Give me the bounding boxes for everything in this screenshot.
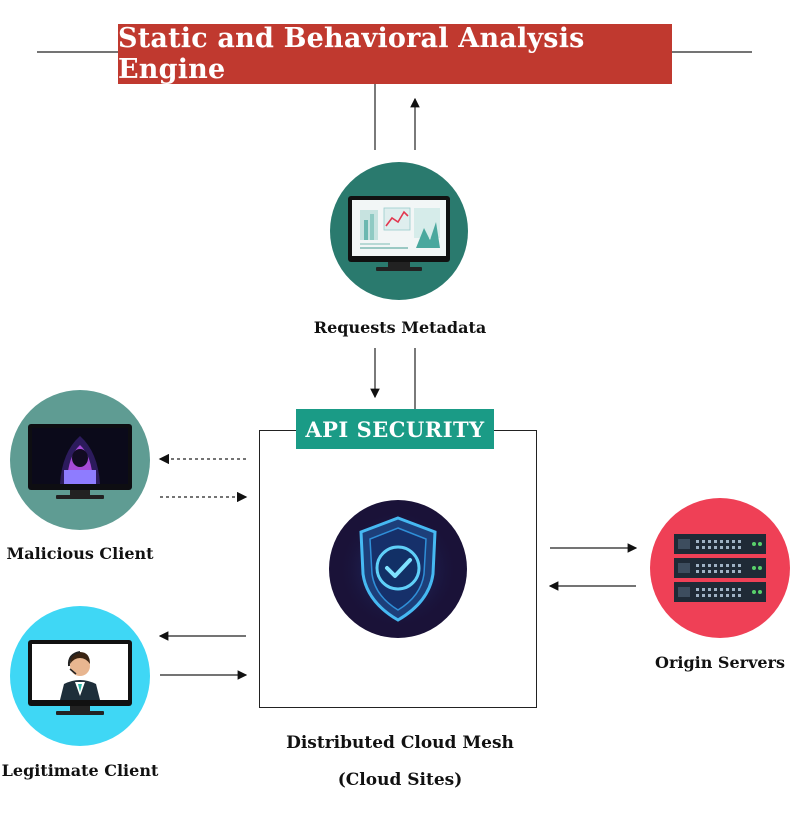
analytics-monitor-icon xyxy=(348,196,450,271)
hooded-hacker-monitor-icon xyxy=(28,424,132,499)
analysis-engine-title: Static and Behavioral Analysis Engine xyxy=(118,23,585,85)
api-security-label: API SECURITY xyxy=(296,409,494,449)
shield-check-icon xyxy=(338,509,458,629)
requests-metadata-label: Requests Metadata xyxy=(313,318,487,337)
analysis-engine-banner: Static and Behavioral Analysis Engine xyxy=(118,23,672,85)
api-security-text: API SECURITY xyxy=(305,416,485,442)
cloud-mesh-label: Distributed Cloud Mesh xyxy=(286,733,514,753)
server-rack-icon xyxy=(674,534,766,602)
origin-servers-label: Origin Servers xyxy=(655,653,785,672)
legitimate-client-label: Legitimate Client xyxy=(1,761,159,780)
malicious-client-node xyxy=(10,390,150,530)
shield-node xyxy=(329,500,467,638)
origin-servers-node xyxy=(650,498,790,638)
requests-metadata-node xyxy=(330,162,468,300)
cloud-sites-label: (Cloud Sites) xyxy=(337,770,463,790)
support-agent-monitor-icon xyxy=(28,640,132,715)
malicious-client-label: Malicious Client xyxy=(6,544,154,563)
legitimate-client-node xyxy=(10,606,150,746)
